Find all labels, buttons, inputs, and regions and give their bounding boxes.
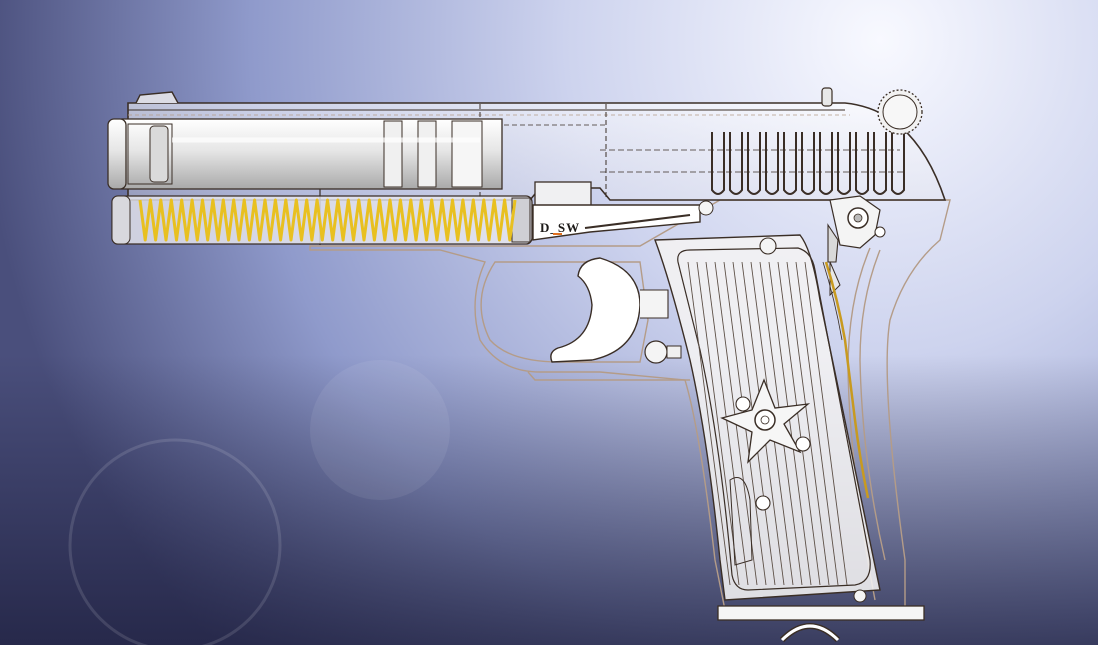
grip-line	[804, 261, 848, 586]
grip-line	[786, 261, 830, 586]
serration-groove	[819, 132, 833, 195]
lens-flare	[68, 438, 282, 645]
slide-stop: D_SW	[532, 181, 714, 241]
magazine-release	[644, 340, 682, 364]
serration-groove	[783, 132, 797, 195]
serration-groove	[801, 132, 815, 195]
grip-line	[768, 261, 812, 586]
grip-panel	[654, 234, 881, 601]
serration-groove	[747, 132, 761, 195]
serration-groove	[855, 132, 869, 195]
slide-marking: D_SW	[540, 220, 580, 235]
barrel	[107, 118, 503, 190]
hammer-mechanism	[827, 195, 886, 297]
slide-serrations	[711, 132, 905, 195]
grip-line	[696, 261, 740, 586]
rear-sight	[821, 87, 833, 107]
serration-groove	[765, 132, 779, 195]
hammer	[877, 89, 923, 135]
trigger	[550, 257, 669, 363]
recoil-spring	[138, 198, 517, 242]
serration-groove	[729, 132, 743, 195]
grip-line	[777, 261, 821, 586]
serration-groove	[873, 132, 887, 195]
serration-groove	[711, 132, 725, 195]
mainspring	[824, 261, 870, 499]
grip-line	[705, 261, 749, 586]
grip-line	[687, 261, 731, 586]
serration-groove	[837, 132, 851, 195]
grip-line	[795, 261, 839, 586]
serration-groove	[891, 132, 905, 195]
magazine-base	[717, 589, 925, 643]
